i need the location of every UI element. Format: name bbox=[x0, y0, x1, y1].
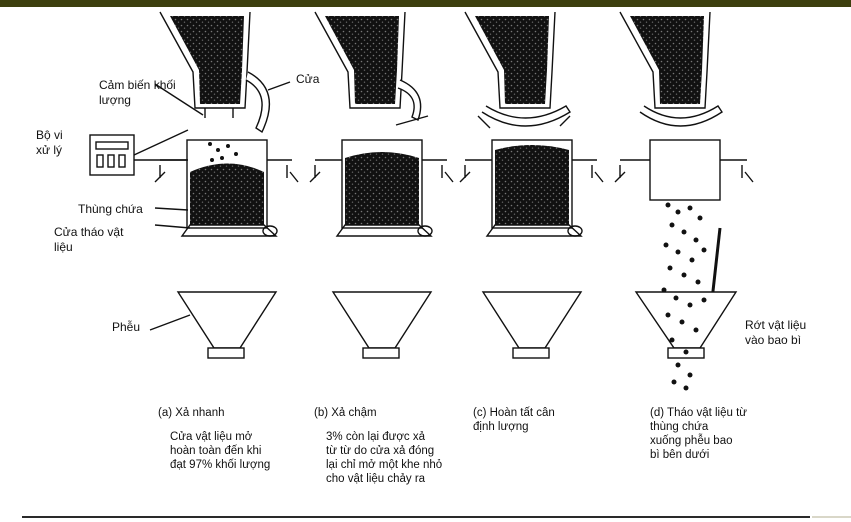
stage-c bbox=[459, 11, 604, 359]
step-c-title: (c) Hoàn tất cân định lượng bbox=[473, 407, 555, 433]
label-sensor: Cảm biến khối lượng bbox=[99, 78, 176, 107]
gate-d bbox=[639, 105, 723, 127]
stage-a bbox=[89, 11, 299, 359]
container-a bbox=[154, 139, 299, 237]
step-d-title: (d) Tháo vật liệu từ thùng chứa xuống ph… bbox=[650, 407, 747, 461]
step-b-text: 3% còn lại được xả từ từ do cửa xả đóng … bbox=[326, 431, 443, 485]
top-border-bar bbox=[0, 0, 851, 7]
label-gate: Cửa bbox=[296, 72, 320, 86]
falling-grain-a bbox=[208, 142, 238, 162]
gate-a bbox=[245, 71, 271, 134]
hopper-a bbox=[159, 11, 251, 118]
gate-b bbox=[397, 79, 422, 121]
label-processor: Bộ vi xử lý bbox=[36, 128, 63, 157]
funnel-a bbox=[176, 291, 278, 359]
falling-grain-d bbox=[661, 202, 707, 391]
label-drop: Rớt vật liệu vào bao bì bbox=[745, 318, 807, 347]
gate-c bbox=[481, 105, 571, 127]
processor-box bbox=[89, 129, 189, 176]
step-a-text: Cửa vật liệu mở hoàn toàn đến khi đạt 97… bbox=[170, 431, 271, 471]
bottom-rule-faint bbox=[812, 516, 851, 518]
bottom-rule bbox=[22, 516, 810, 518]
stage-b bbox=[309, 11, 454, 359]
label-discharge-gate: Cửa tháo vật liệu bbox=[54, 225, 124, 254]
label-container: Thùng chứa bbox=[78, 202, 143, 216]
step-b-title: (b) Xả chậm bbox=[314, 407, 377, 419]
step-a-title: (a) Xả nhanh bbox=[158, 407, 225, 419]
stage-d bbox=[614, 11, 754, 391]
label-funnel: Phễu bbox=[112, 320, 141, 334]
